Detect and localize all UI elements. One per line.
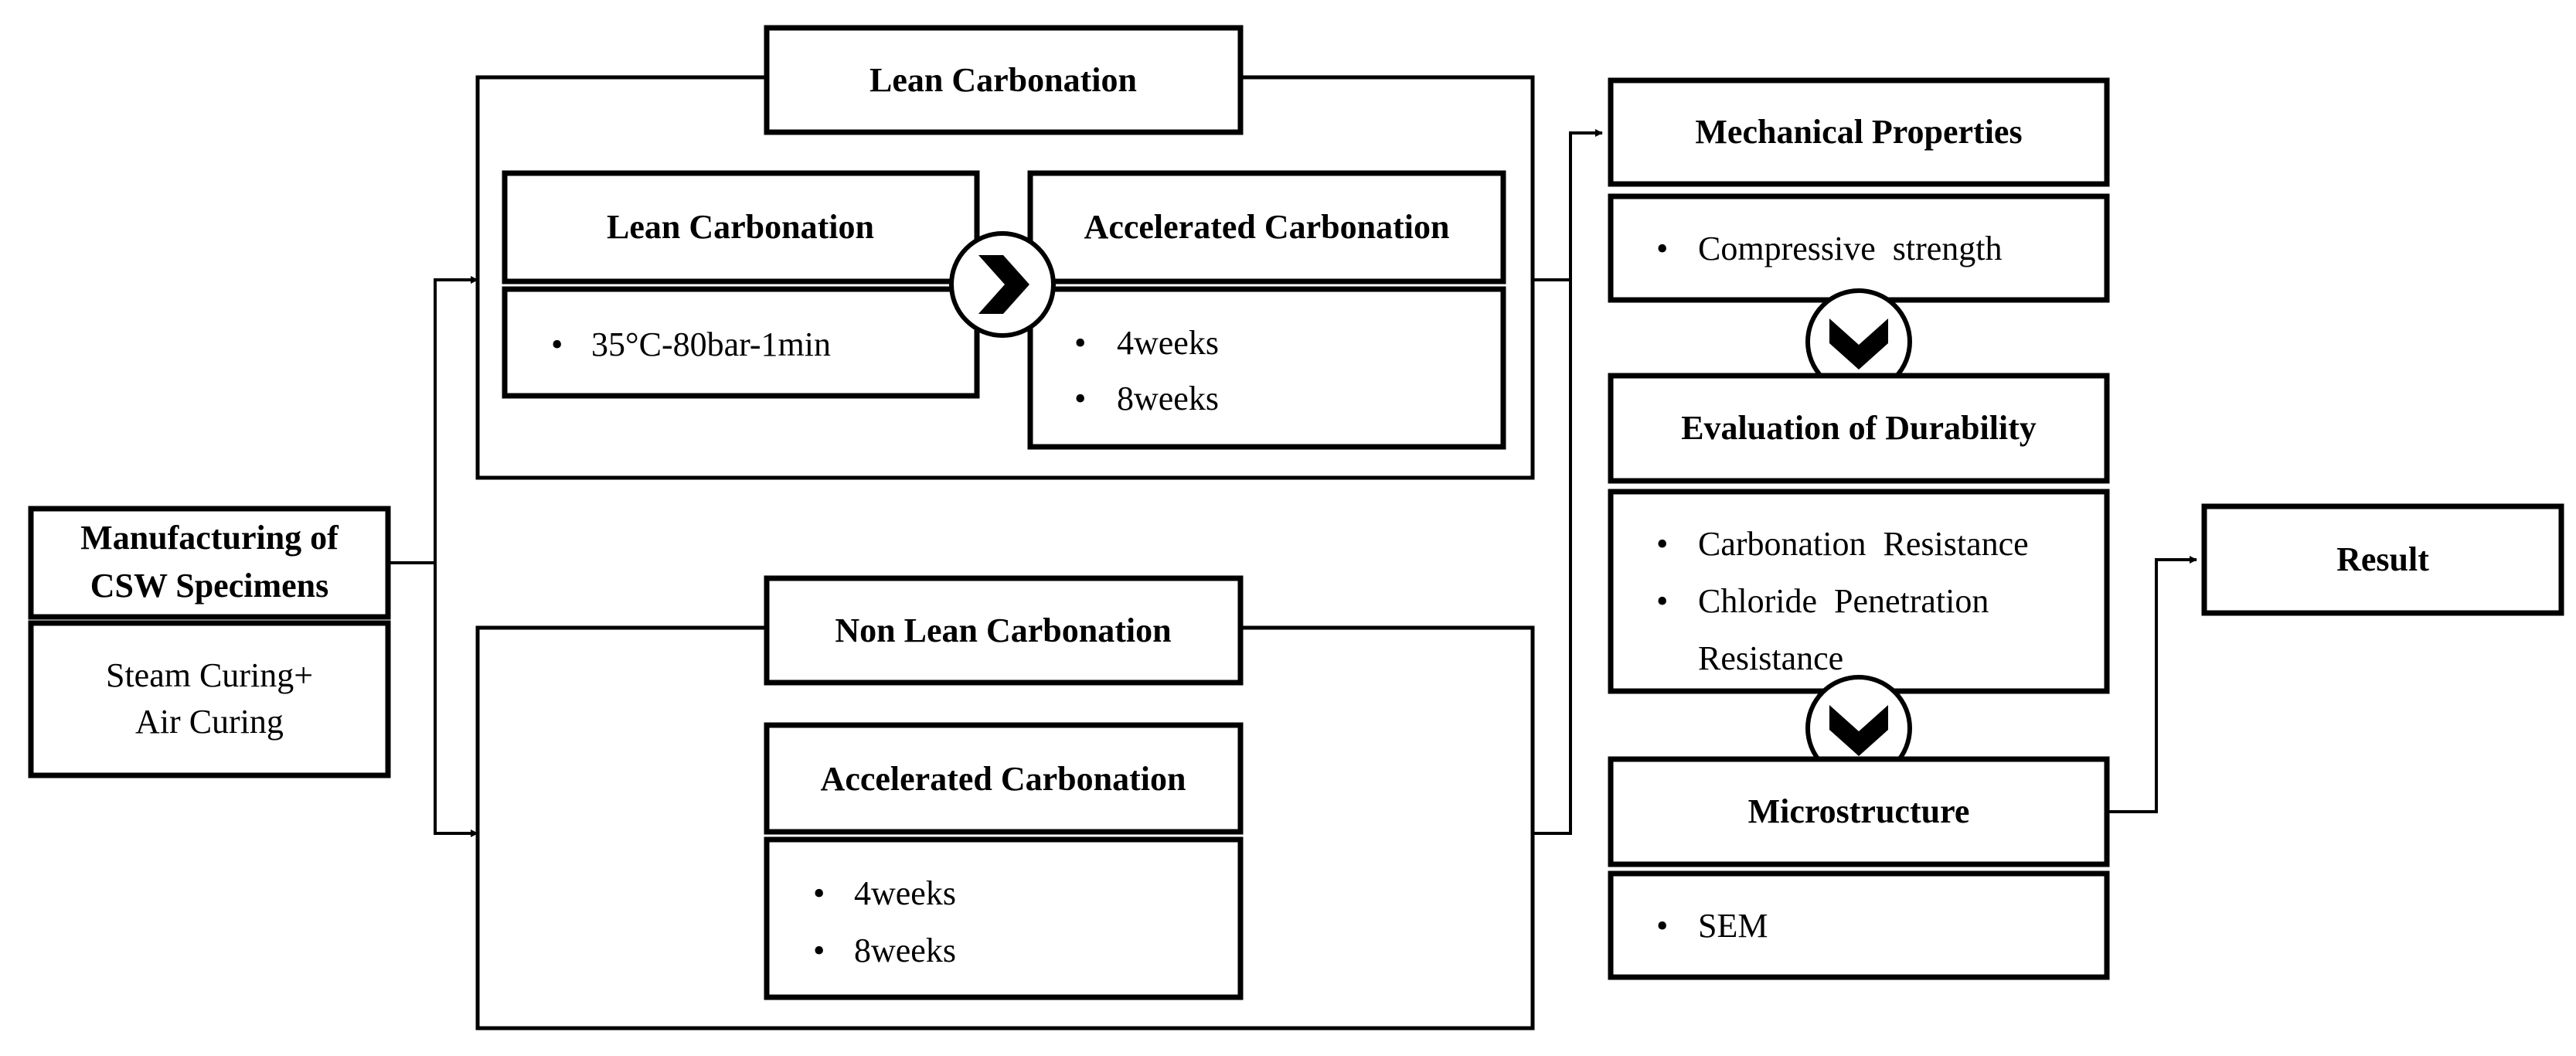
mechanical-title-box bbox=[1608, 77, 2110, 187]
non-lean-step-detail-box bbox=[764, 836, 1244, 1000]
connector-start-to-lean bbox=[388, 276, 478, 564]
manufacturing-title-line2: CSW Specimens bbox=[90, 567, 328, 605]
durability-title-box bbox=[1608, 373, 2110, 484]
curing-line2: Air Curing bbox=[135, 703, 284, 741]
connector-start-to-non-lean bbox=[434, 563, 478, 837]
connectors bbox=[388, 129, 2197, 837]
lean-step-bullet: • bbox=[551, 325, 563, 363]
lean-step-title-box bbox=[502, 170, 980, 284]
chevron-right-icon bbox=[949, 231, 1056, 338]
lean-carbonation-label-box bbox=[764, 25, 1244, 135]
durability-detail-box bbox=[1608, 489, 2110, 694]
accelerated-bullet-2: • bbox=[1074, 380, 1086, 417]
manufacturing-title-line1: Manufacturing of bbox=[80, 519, 339, 557]
lean-step-detail-box bbox=[502, 286, 980, 399]
accelerated-step-title: Accelerated Carbonation bbox=[1084, 208, 1450, 246]
manufacturing-box bbox=[28, 506, 391, 620]
non-lean-label-box bbox=[764, 575, 1244, 686]
non-lean-label: Non Lean Carbonation bbox=[835, 611, 1171, 649]
curing-line1: Steam Curing+ bbox=[106, 656, 313, 694]
non-lean-bullet-1: • bbox=[813, 874, 825, 912]
microstructure-detail-box bbox=[1608, 870, 2110, 980]
mechanical-bullet: • bbox=[1656, 230, 1668, 267]
durability-item-2: Chloride Penetration bbox=[1698, 582, 1989, 620]
non-lean-item-1: 4weeks bbox=[854, 874, 956, 912]
connector-lean-to-evaluation bbox=[1532, 129, 1603, 281]
microstructure-title: Microstructure bbox=[1748, 792, 1970, 830]
connector-to-result bbox=[2107, 556, 2197, 813]
durability-item-2-cont: Resistance bbox=[1698, 639, 1843, 677]
connector-non-lean-to-evaluation bbox=[1532, 133, 1572, 835]
accelerated-item-2: 8weeks bbox=[1117, 380, 1219, 417]
lean-step-title: Lean Carbonation bbox=[607, 208, 874, 246]
accelerated-bullet-1: • bbox=[1074, 324, 1086, 362]
mechanical-item-1: Compressive strength bbox=[1698, 230, 2003, 267]
non-lean-item-2: 8weeks bbox=[854, 932, 956, 969]
lean-carbonation-label: Lean Carbonation bbox=[869, 61, 1137, 99]
result-node: Result bbox=[2201, 503, 2564, 616]
microstructure-item-1: SEM bbox=[1698, 907, 1768, 945]
evaluation-column: Mechanical Properties • Compressive stre… bbox=[1608, 77, 2110, 980]
durability-bullet-1: • bbox=[1656, 525, 1668, 563]
non-lean-step-title-box bbox=[764, 722, 1244, 835]
accelerated-step-detail-box bbox=[1027, 286, 1506, 450]
curing-box bbox=[28, 620, 391, 778]
accelerated-step-title-box bbox=[1027, 170, 1506, 284]
accelerated-item-1: 4weeks bbox=[1117, 324, 1219, 362]
non-lean-carbonation-group: Non Lean Carbonation Accelerated Carbona… bbox=[764, 575, 1244, 1000]
result-title: Result bbox=[2336, 540, 2429, 578]
mechanical-title: Mechanical Properties bbox=[1695, 113, 2022, 151]
start-node: Manufacturing of CSW Specimens Steam Cur… bbox=[28, 506, 391, 778]
durability-bullet-2: • bbox=[1656, 582, 1668, 620]
microstructure-title-box bbox=[1608, 756, 2110, 867]
non-lean-step-title: Accelerated Carbonation bbox=[821, 760, 1186, 798]
result-box bbox=[2201, 503, 2564, 616]
durability-item-1: Carbonation Resistance bbox=[1698, 525, 2029, 563]
lean-step-item-1: 35°C-80bar-1min bbox=[591, 325, 831, 363]
lean-carbonation-group: Lean Carbonation Lean Carbonation • 35°C… bbox=[502, 25, 1506, 450]
microstructure-bullet: • bbox=[1656, 907, 1668, 945]
durability-title: Evaluation of Durability bbox=[1681, 409, 2037, 447]
chevron-down-icon-2 bbox=[1805, 675, 1912, 782]
non-lean-bullet-2: • bbox=[813, 932, 825, 969]
